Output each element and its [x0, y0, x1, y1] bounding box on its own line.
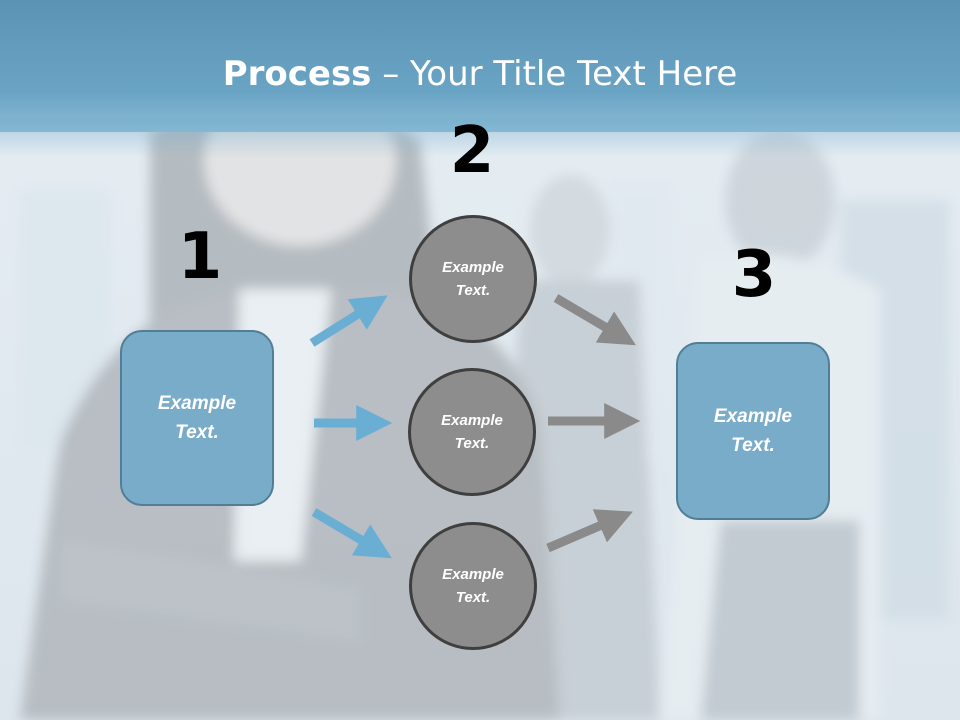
step-1-box[interactable]: Example Text. — [120, 330, 274, 506]
arrow-1-to-bottom — [311, 508, 392, 559]
step-3-box[interactable]: Example Text. — [676, 342, 830, 520]
step-2-circle-top[interactable]: Example Text. — [409, 215, 537, 343]
title-bar — [0, 0, 960, 132]
title-rest: – Your Title Text Here — [371, 54, 738, 94]
step-number-2: 2 — [449, 114, 495, 188]
step-3-text: Example Text. — [713, 406, 793, 456]
arrow-1-to-top — [309, 295, 388, 347]
step-2-circle-middle[interactable]: Example Text. — [408, 368, 536, 496]
arrow-top-to-3 — [553, 294, 636, 346]
arrow-bottom-to-3 — [546, 509, 633, 553]
slide-title[interactable]: Process – Your Title Text Here — [0, 52, 960, 96]
title-bold: Process — [222, 54, 372, 94]
circle-middle-text: Example Text. — [441, 412, 503, 452]
title-bar-fade — [0, 118, 960, 158]
step-1-text: Example Text. — [157, 393, 237, 443]
step-number-3: 3 — [731, 238, 777, 312]
circle-top-text: Example Text. — [442, 259, 504, 299]
step-number-1: 1 — [177, 220, 223, 294]
circle-bottom-text: Example Text. — [442, 566, 504, 606]
step-2-circle-bottom[interactable]: Example Text. — [409, 522, 537, 650]
